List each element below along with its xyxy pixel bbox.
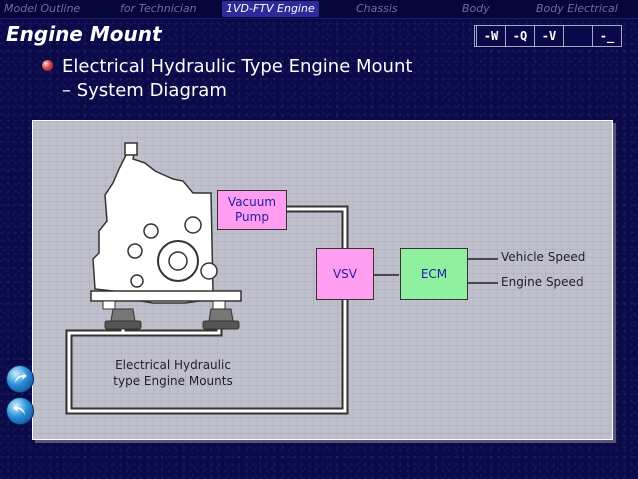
next-slide-button[interactable] <box>6 365 34 393</box>
vsv-box: VSV <box>316 248 374 300</box>
arrow-back-icon <box>13 404 25 415</box>
previous-slide-button[interactable] <box>6 397 34 425</box>
section-heading: Electrical Hydraulic Type Engine Mount –… <box>62 55 482 103</box>
system-diagram: Vacuum Pump VSV ECM Vehicle Speed Engine… <box>32 120 613 440</box>
vacuum-pump-label-2: Pump <box>235 210 269 224</box>
engine-mounts-label-1: Electrical Hydraulic <box>115 358 231 372</box>
tab-body[interactable]: Body <box>462 2 490 15</box>
tab-for-technician[interactable]: for Technician <box>120 2 197 15</box>
top-nav-bar: Model Outline for Technician 1VD-FTV Eng… <box>0 0 638 19</box>
engine-speed-label: Engine Speed <box>501 275 584 289</box>
engine-icon <box>90 142 242 310</box>
tab-model-outline[interactable]: Model Outline <box>4 2 81 15</box>
tab-body-electrical[interactable]: Body Electrical <box>536 2 618 15</box>
arrow-forward-icon <box>15 372 27 383</box>
heading-line-1: Electrical Hydraulic Type Engine Mount <box>62 56 413 77</box>
engine-mounts-label: Electrical Hydraulic type Engine Mounts <box>98 357 248 389</box>
nav-button-w[interactable]: -W <box>476 25 506 47</box>
vehicle-speed-label: Vehicle Speed <box>501 250 586 264</box>
heading-line-2: – System Diagram <box>62 80 227 101</box>
diagram-drawing <box>65 142 498 415</box>
bullet-icon <box>42 60 53 71</box>
tab-1vd-ftv-engine[interactable]: 1VD-FTV Engine <box>222 1 319 17</box>
ecm-box: ECM <box>400 248 468 300</box>
nav-button-q[interactable]: -Q <box>505 25 535 47</box>
nav-button-v[interactable]: -V <box>534 25 564 47</box>
engine-mount-left <box>104 308 142 330</box>
engine-mounts-label-2: type Engine Mounts <box>113 374 233 388</box>
vacuum-pump-box: Vacuum Pump <box>217 190 287 230</box>
tab-chassis[interactable]: Chassis <box>356 2 398 15</box>
engine-mount-right <box>202 308 240 330</box>
vacuum-pump-label-1: Vacuum <box>227 195 277 209</box>
nav-button-blank[interactable] <box>563 25 593 47</box>
nav-button-underscore[interactable]: -_ <box>592 25 622 47</box>
page-title: Engine Mount <box>6 22 162 46</box>
